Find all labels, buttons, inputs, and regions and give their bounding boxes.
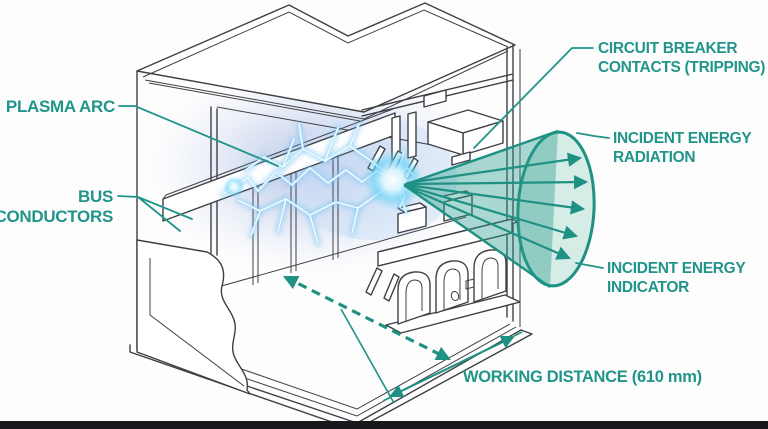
- enclosure-roof: [136, 2, 516, 113]
- incident-radiation-label-line2: RADIATION: [613, 149, 695, 166]
- bus-conductors-leader: [117, 195, 193, 232]
- incident-radiation-leader: [576, 132, 610, 139]
- labels: PLASMA ARC BUS CONDUCTORS CIRCUIT BREAKE…: [0, 40, 766, 386]
- circuit-breaker-label-line2: CONTACTS (TRIPPING): [598, 59, 765, 76]
- working-distance-label: WORKING DISTANCE (610 mm): [463, 368, 702, 386]
- radiation-arrows: [406, 152, 589, 260]
- plasma-arc: [222, 124, 423, 244]
- working-distance-dimension-arrow: [389, 335, 515, 398]
- incident-energy-indicator-disc: [516, 130, 596, 288]
- bus-conductors-label-line1: BUS: [78, 187, 113, 206]
- incident-indicator-label-line1: INCIDENT ENERGY: [607, 260, 746, 277]
- incident-energy-cone: [403, 129, 596, 288]
- bus-conductors-label-line2: CONDUCTORS: [0, 207, 113, 226]
- arc-flash-core: [363, 150, 423, 210]
- plasma-arc-leader: [118, 105, 279, 167]
- cutaway-door-panel: [136, 239, 251, 395]
- incident-radiation-label-line1: INCIDENT ENERGY: [613, 130, 752, 147]
- plasma-arc-label: PLASMA ARC: [6, 97, 115, 116]
- circuit-breaker-leader: [473, 47, 594, 149]
- circuit-breaker-label-line1: CIRCUIT BREAKER: [598, 40, 737, 57]
- incident-indicator-leader: [575, 262, 604, 269]
- incident-indicator-label-line2: INDICATOR: [607, 279, 689, 296]
- video-bottom-strip: [0, 421, 768, 429]
- leader-lines: [117, 47, 610, 269]
- working-distance-dimension: [283, 275, 523, 404]
